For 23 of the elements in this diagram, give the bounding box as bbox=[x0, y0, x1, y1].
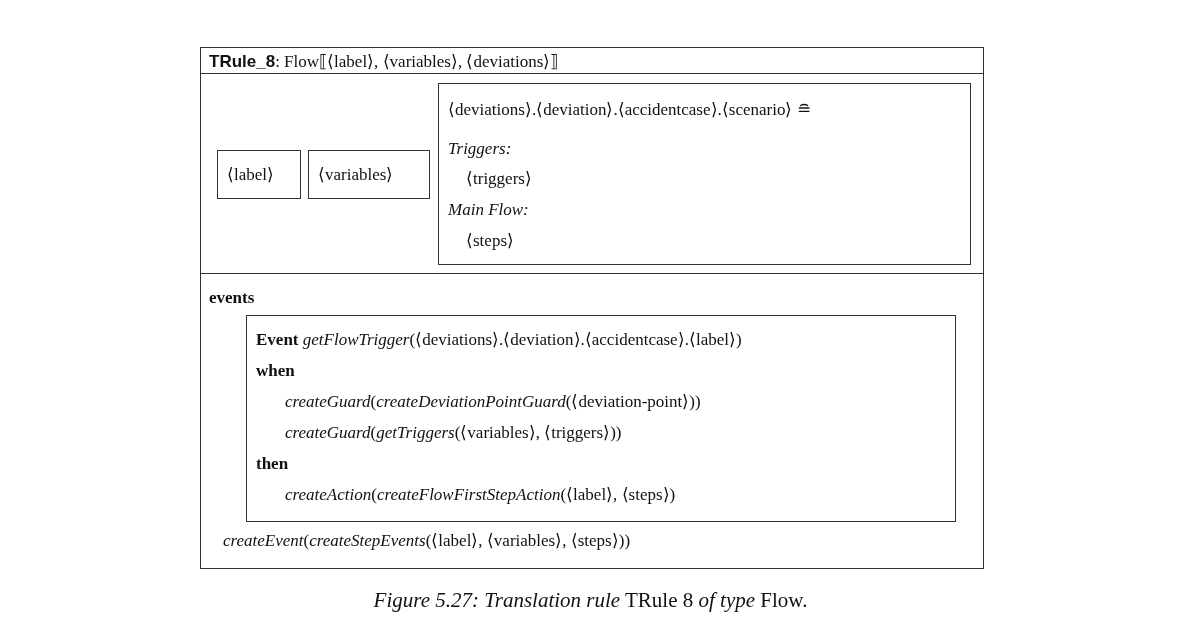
label-box bbox=[217, 150, 301, 199]
event-box bbox=[246, 315, 956, 522]
parameter-text: ⟨variables⟩ bbox=[318, 165, 394, 185]
scenario-box bbox=[438, 83, 971, 265]
keyword: when bbox=[256, 361, 295, 381]
guard-call: createGuard(createDeviationPointGuard(⟨deviation-point⟩)) bbox=[285, 392, 701, 412]
section-heading: Main Flow: bbox=[448, 200, 529, 220]
event-signature: Event getFlowTrigger(⟨deviations⟩.⟨deviation⟩.⟨accidentcase⟩.⟨label⟩) bbox=[256, 330, 742, 350]
parameter-text: ⟨steps⟩ bbox=[466, 231, 514, 251]
section-heading: events bbox=[209, 288, 255, 308]
scenario-definition: ⟨deviations⟩.⟨deviation⟩.⟨accidentcase⟩.⟨scenario⟩ ≘ bbox=[448, 100, 811, 120]
figure-caption: Figure 5.27: Translation rule TRule 8 of type Flow. bbox=[373, 588, 808, 612]
pattern-band bbox=[201, 73, 983, 274]
guard-call: createGuard(getTriggers(⟨variables⟩, ⟨triggers⟩)) bbox=[285, 423, 622, 443]
parameter-text: ⟨label⟩ bbox=[227, 165, 275, 185]
rule-heading: TRule_8: Flow⟦⟨label⟩, ⟨variables⟩, ⟨deviations⟩⟧ bbox=[209, 52, 559, 72]
event-call: createEvent(createStepEvents(⟨label⟩, ⟨variables⟩, ⟨steps⟩)) bbox=[223, 531, 631, 551]
rule-frame bbox=[200, 47, 984, 569]
section-heading: Triggers: bbox=[448, 139, 512, 159]
action-call: createAction(createFlowFirstStepAction(⟨label⟩, ⟨steps⟩) bbox=[285, 485, 676, 505]
variables-box bbox=[308, 150, 430, 199]
parameter-text: ⟨triggers⟩ bbox=[466, 169, 532, 189]
keyword: then bbox=[256, 454, 289, 474]
